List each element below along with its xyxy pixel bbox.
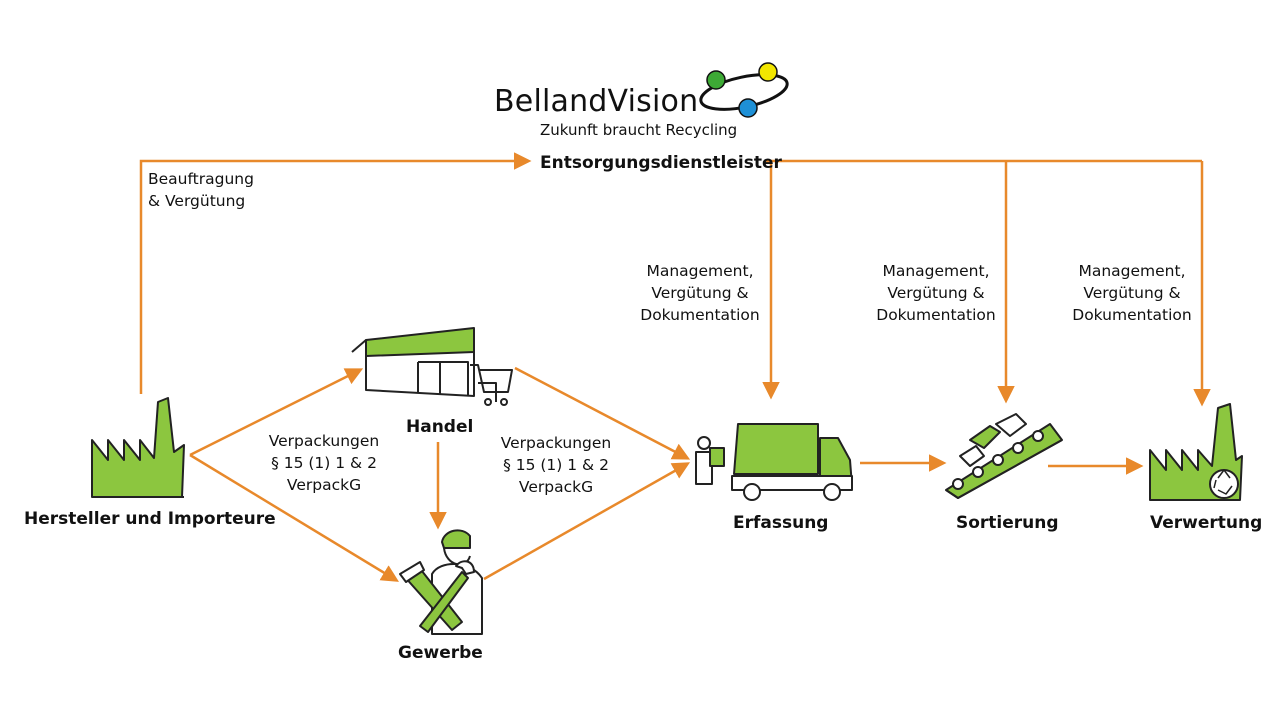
- verwertung-label: Verwertung: [1150, 513, 1263, 533]
- shop-icon: [351, 327, 513, 406]
- arrow-hersteller-to-handel: [189, 368, 364, 457]
- management-label-3: Management, Vergütung & Dokumentation: [1072, 262, 1192, 324]
- conveyor-sorting-icon: [945, 413, 1063, 499]
- factory-icon: [91, 397, 185, 498]
- sortierung-label: Sortierung: [956, 513, 1059, 533]
- beauftragung-label: Beauftragung & Vergütung: [148, 170, 254, 210]
- management-label-1: Management, Vergütung & Dokumentation: [640, 262, 760, 324]
- entsorgungsdienstleister-label: Entsorgungsdienstleister: [540, 153, 782, 173]
- verpackungen-right-label: Verpackungen § 15 (1) 1 & 2 VerpackG: [500, 434, 612, 496]
- worker-tools-icon: [399, 529, 483, 635]
- hersteller-label: Hersteller und Importeure: [24, 509, 276, 529]
- management-label-2: Management, Vergütung & Dokumentation: [876, 262, 996, 324]
- gewerbe-label: Gewerbe: [398, 643, 483, 663]
- arrow-hersteller-to-entsorgung: [139, 152, 532, 394]
- arrow-handel-to-erfassung: [514, 366, 691, 460]
- collection-truck-icon: [695, 423, 853, 501]
- arrow-hersteller-to-gewerbe: [189, 453, 399, 582]
- verpackungen-left-label: Verpackungen § 15 (1) 1 & 2 VerpackG: [268, 432, 380, 494]
- handel-label: Handel: [406, 417, 474, 437]
- logo-name: BellandVision: [494, 84, 699, 119]
- recycling-factory-icon: [1149, 403, 1243, 501]
- erfassung-label: Erfassung: [733, 513, 829, 533]
- arrow-gewerbe-to-erfassung: [483, 462, 691, 581]
- bellandvision-logo-icon: [699, 62, 789, 118]
- logo-tagline: Zukunft braucht Recycling: [540, 121, 738, 139]
